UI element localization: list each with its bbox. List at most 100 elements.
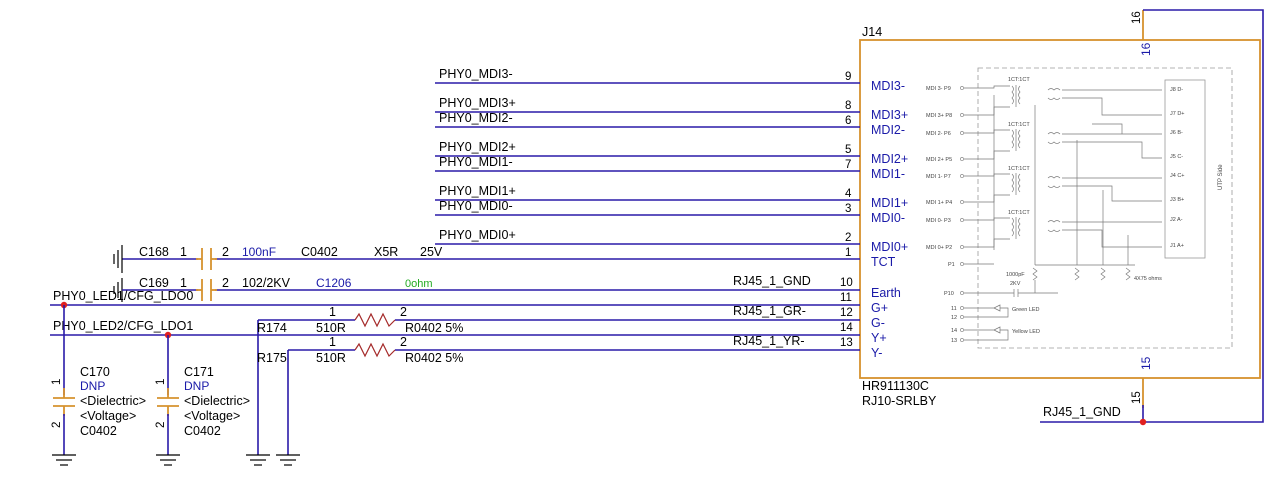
pin-name-4: MDI1+ <box>871 196 908 210</box>
pin-num-1: 1 <box>845 247 851 259</box>
ground-symbol <box>276 454 300 466</box>
pin-name-12: G- <box>871 316 885 330</box>
utp-side-label: UTP Side <box>1218 164 1224 190</box>
connector-internal-diagram: UTP Side MDI 3- P9 MDI 3+ P8 MDI 2- P6 M… <box>926 67 1233 349</box>
r175-value: 510R <box>316 351 346 365</box>
pin-name-9: MDI3- <box>871 79 905 93</box>
transformer-label: 1CT:1CT <box>1008 166 1030 172</box>
earth-net-label: RJ45_1_GND <box>733 274 811 288</box>
yr-net-label: RJ45_1_YR- <box>733 334 805 348</box>
shield-loop-wire[interactable] <box>1143 9 1264 423</box>
pin-num-7: 7 <box>845 159 851 171</box>
pin-name-13: Y- <box>871 346 882 360</box>
capacitor-c170[interactable]: 1 2 C170 DNP <Dielectric> <Voltage> C040… <box>51 305 146 455</box>
c171-voltage: <Voltage> <box>184 409 240 423</box>
internal-pin-label: MDI 2- P6 <box>926 131 951 137</box>
mdi-nets: PHY0_MDI3- PHY0_MDI3+ PHY0_MDI2- PHY0_MD… <box>435 67 860 245</box>
connector-body <box>859 39 1261 379</box>
pin-name-1: TCT <box>871 255 896 269</box>
shield-pin-16-num-outer: 16 <box>1131 11 1143 24</box>
internal-pin-label: MDI 0- P3 <box>926 218 951 224</box>
c171-package: C0402 <box>184 424 221 438</box>
pin-name-14: Y+ <box>871 331 887 345</box>
resistor-r174[interactable]: R174 1 2 510R R0402 5% RJ45_1_GR- <box>257 304 860 455</box>
pin-num-5: 5 <box>845 144 851 156</box>
internal-pin-label: MDI 1- P7 <box>926 174 951 180</box>
c171-pin1: 1 <box>155 379 167 385</box>
r175-pin1: 1 <box>329 335 336 349</box>
net-label: PHY0_MDI3- <box>439 67 513 81</box>
pin-num-11: 11 <box>840 292 852 304</box>
r174-pin2: 2 <box>400 305 407 319</box>
pin-name-10: Earth <box>871 286 901 300</box>
internal-pin-label: 11 <box>951 306 957 312</box>
ground-symbol <box>52 454 76 466</box>
internal-right-pin: J2 A- <box>1170 217 1183 223</box>
shield-pin-15-num-inner: 15 <box>1139 356 1153 370</box>
shield-pin-15-num-outer: 15 <box>1131 391 1143 404</box>
gr-net-label: RJ45_1_GR- <box>733 304 806 318</box>
r175-package: R0402 5% <box>405 351 463 365</box>
connector-description: RJ10-SRLBY <box>862 394 937 408</box>
internal-pin-label: MDI 1+ P4 <box>926 200 952 206</box>
net-label: PHY0_MDI3+ <box>439 96 516 110</box>
resistor-network-label: 4X75 ohms <box>1134 276 1162 282</box>
net-label: PHY0_MDI0+ <box>439 228 516 242</box>
pin-num-14: 14 <box>840 322 853 334</box>
connector-j14[interactable]: J14 HR911130C RJ10-SRLBY 16 16 15 15 MDI… <box>840 10 1261 408</box>
c170-value: DNP <box>80 379 105 393</box>
c168-value: 100nF <box>242 245 276 259</box>
ground-symbol <box>246 454 270 466</box>
r174-package: R0402 5% <box>405 321 463 335</box>
c170-voltage: <Voltage> <box>80 409 136 423</box>
pin-num-12: 12 <box>840 307 853 319</box>
resistor-r175[interactable]: R175 1 2 510R R0402 5% RJ45_1_YR- <box>257 334 860 455</box>
internal-pin-label: 12 <box>951 315 957 321</box>
internal-right-pin: J6 B- <box>1170 130 1183 136</box>
net-label: PHY0_MDI1- <box>439 155 513 169</box>
pin-name-2: MDI0+ <box>871 240 908 254</box>
c170-package: C0402 <box>80 424 117 438</box>
capacitor-c171[interactable]: 1 2 C171 DNP <Dielectric> <Voltage> C040… <box>155 335 250 455</box>
c168-voltage: 25V <box>420 245 443 259</box>
c171-ref: C171 <box>184 365 214 379</box>
c168-dielectric: X5R <box>374 245 398 259</box>
r174-value: 510R <box>316 321 346 335</box>
shield-net-label: RJ45_1_GND <box>1043 405 1121 419</box>
c170-ref: C170 <box>80 365 110 379</box>
pin-name-3: MDI0- <box>871 211 905 225</box>
pin-num-2: 2 <box>845 232 851 244</box>
c169-ref: C169 <box>139 276 169 290</box>
capacitor-c169[interactable]: C169 1 2 102/2KV C1206 0ohm RJ45_1_GND <box>122 274 860 301</box>
net-label: PHY0_MDI2- <box>439 111 513 125</box>
transformer-label: 1CT:1CT <box>1008 210 1030 216</box>
ground-symbol <box>156 454 180 466</box>
r174-pin1: 1 <box>329 305 336 319</box>
internal-right-pin: J5 C- <box>1170 154 1183 160</box>
net-label: PHY0_MDI2+ <box>439 140 516 154</box>
r174-ref: R174 <box>257 321 287 335</box>
net-label-led2: PHY0_LED2/CFG_LDO1 <box>53 319 193 333</box>
c168-pin1: 1 <box>180 245 187 259</box>
internal-pin-label: 14 <box>951 328 957 334</box>
resistor-zigzag <box>354 342 396 358</box>
ground-symbol <box>113 245 123 273</box>
c169-extra: 0ohm <box>405 278 433 290</box>
net-label: PHY0_MDI0- <box>439 199 513 213</box>
c168-ref: C168 <box>139 245 169 259</box>
pin-num-9: 9 <box>845 71 851 83</box>
c169-package: C1206 <box>316 276 352 290</box>
internal-dashed-box <box>977 67 1233 349</box>
capacitor-c168[interactable]: C168 1 2 100nF C0402 X5R 25V <box>122 245 860 270</box>
pin-num-4: 4 <box>845 188 852 200</box>
shield-pin-16-num-inner: 16 <box>1139 42 1153 56</box>
net-label: PHY0_MDI1+ <box>439 184 516 198</box>
cap-label: 2KV <box>1010 281 1021 287</box>
internal-pin-label: P10 <box>944 291 954 297</box>
pin-num-8: 8 <box>845 100 851 112</box>
connector-part-number: HR911130C <box>862 379 929 393</box>
pin-name-7: MDI1- <box>871 167 905 181</box>
net-label-led1: PHY0_LED1/CFG_LDO0 <box>53 289 193 303</box>
r175-pin2: 2 <box>400 335 407 349</box>
resistor-zigzag <box>354 312 396 328</box>
